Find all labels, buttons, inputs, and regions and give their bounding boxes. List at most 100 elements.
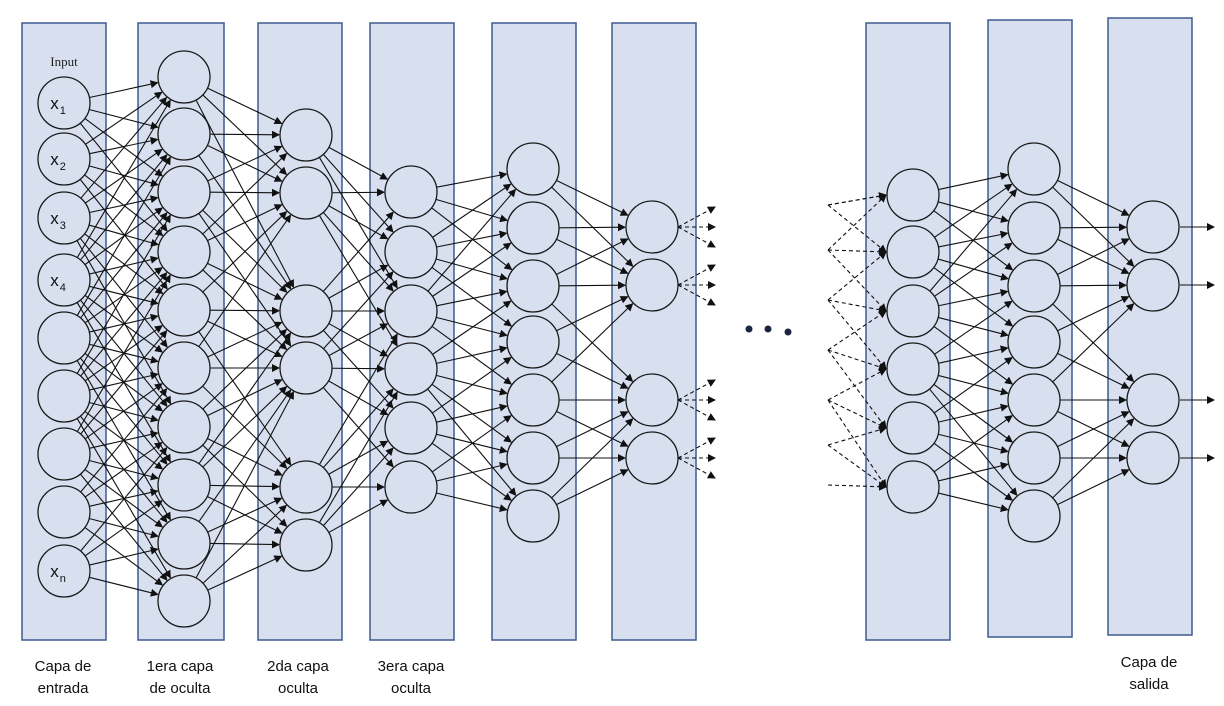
dashed-input-arrow [827, 349, 887, 371]
connection-arrow [436, 492, 508, 513]
dashed-output-arrow [677, 379, 716, 401]
hidden1-layer-label-line1: 1era capa [146, 658, 214, 675]
connection-arrow [80, 271, 168, 377]
connection-arrow [1057, 179, 1130, 216]
connection-arrow [207, 497, 283, 533]
hidden2-neuron [279, 284, 333, 338]
connection-arrow [436, 374, 508, 396]
hidden1-neuron [157, 574, 211, 628]
connection-arrow [431, 356, 512, 414]
input-title: Input [50, 54, 78, 69]
connection-arrow [551, 418, 634, 499]
connection-arrow [209, 130, 281, 139]
dashed-input-arrow [827, 426, 887, 446]
input-neuron [37, 311, 91, 365]
connection-arrow [933, 357, 1013, 414]
connection-arrow [207, 87, 283, 125]
input-variable-label: x3 [50, 209, 66, 232]
hidden3-layer-label-line1: 3era capa [377, 658, 445, 675]
connection-arrow [934, 183, 1013, 238]
output-layer-label-line2: salida [1129, 676, 1169, 693]
output-layer-label: Capa de salida [1079, 652, 1219, 696]
connection-arrow [1057, 296, 1130, 332]
input-neuron [37, 485, 91, 539]
hidden4-neuron [506, 489, 560, 543]
connection-arrow [198, 389, 292, 522]
connection-arrow [436, 461, 508, 482]
hidden5-layer-panel [611, 22, 697, 641]
connection-arrow [436, 403, 508, 423]
connection-arrow [84, 500, 163, 557]
dashed-output-arrow [677, 264, 716, 286]
connection-arrow [938, 374, 1009, 396]
connection-arrow [556, 352, 629, 389]
connection-arrow [556, 411, 629, 448]
connection-arrow [558, 223, 627, 232]
hidden4-neuron [506, 259, 560, 313]
dashed-input-arrow [827, 399, 887, 429]
connection-arrow [435, 258, 508, 281]
connection-arrow [431, 442, 512, 501]
connection-arrow [937, 258, 1009, 281]
connection-arrow [436, 345, 508, 364]
connection-arrow [84, 527, 164, 586]
output-neuron [1126, 431, 1180, 485]
connection-arrow [76, 99, 171, 258]
hidden3-neuron [384, 401, 438, 455]
connection-arrow [435, 198, 509, 223]
connection-arrow [202, 385, 288, 468]
connection-arrow [85, 91, 163, 145]
connection-arrow [322, 153, 394, 233]
connection-arrow [938, 403, 1009, 423]
connection-arrow [1057, 411, 1130, 448]
connection-arrow [1059, 223, 1128, 232]
connection-arrow [1052, 186, 1135, 267]
hidden3-neuron [384, 284, 438, 338]
hidden2-neuron [279, 166, 333, 220]
connection-arrow [938, 288, 1009, 307]
connection-arrow [436, 171, 508, 188]
connection-arrow [933, 442, 1013, 501]
output-layer-panel [1107, 17, 1193, 636]
connection-arrow [79, 179, 168, 290]
hidden3-layer-label: 3era capa oculta [341, 656, 481, 700]
connection-arrow [1057, 469, 1130, 506]
hidden1-neuron [157, 107, 211, 161]
hidden-n2-neuron [1007, 142, 1061, 196]
dashed-output-arrow [677, 399, 716, 421]
connection-arrow [76, 214, 171, 374]
hidden-n1-neuron [886, 342, 940, 396]
hidden5-neuron [625, 258, 679, 312]
connection-arrow [322, 447, 394, 527]
connection-arrow [76, 274, 171, 432]
hidden4-neuron [506, 373, 560, 427]
connection-arrow [427, 188, 517, 292]
connection-arrow [1057, 238, 1130, 275]
connection-arrow [929, 388, 1018, 496]
connection-arrow [551, 186, 634, 267]
connection-arrow [202, 269, 288, 351]
hidden4-neuron [506, 201, 560, 255]
dashed-input-arrow [827, 247, 887, 256]
connection-arrow [322, 387, 394, 468]
connection-arrow [84, 442, 163, 498]
hidden2-layer-label: 2da capa oculta [228, 656, 368, 700]
hidden2-layer-label-line1: 2da capa [267, 658, 329, 675]
hidden-n1-neuron [886, 168, 940, 222]
connection-arrow [431, 266, 513, 327]
connection-arrow [79, 237, 168, 348]
hidden1-neuron [157, 400, 211, 454]
hidden1-neuron [157, 165, 211, 219]
output-neuron [1126, 200, 1180, 254]
connection-arrow [328, 146, 389, 180]
connection-arrow [431, 415, 512, 473]
connection-arrow [202, 152, 288, 235]
hidden2-neuron [279, 108, 333, 162]
hidden-n1-neuron [886, 401, 940, 455]
input-layer-label: Capa de entrada [0, 656, 133, 700]
dashed-input-arrow [827, 310, 887, 351]
connection-arrow [80, 96, 168, 199]
dashed-output-arrow [677, 437, 716, 459]
hidden1-neuron [157, 516, 211, 570]
connection-arrow [328, 205, 389, 240]
